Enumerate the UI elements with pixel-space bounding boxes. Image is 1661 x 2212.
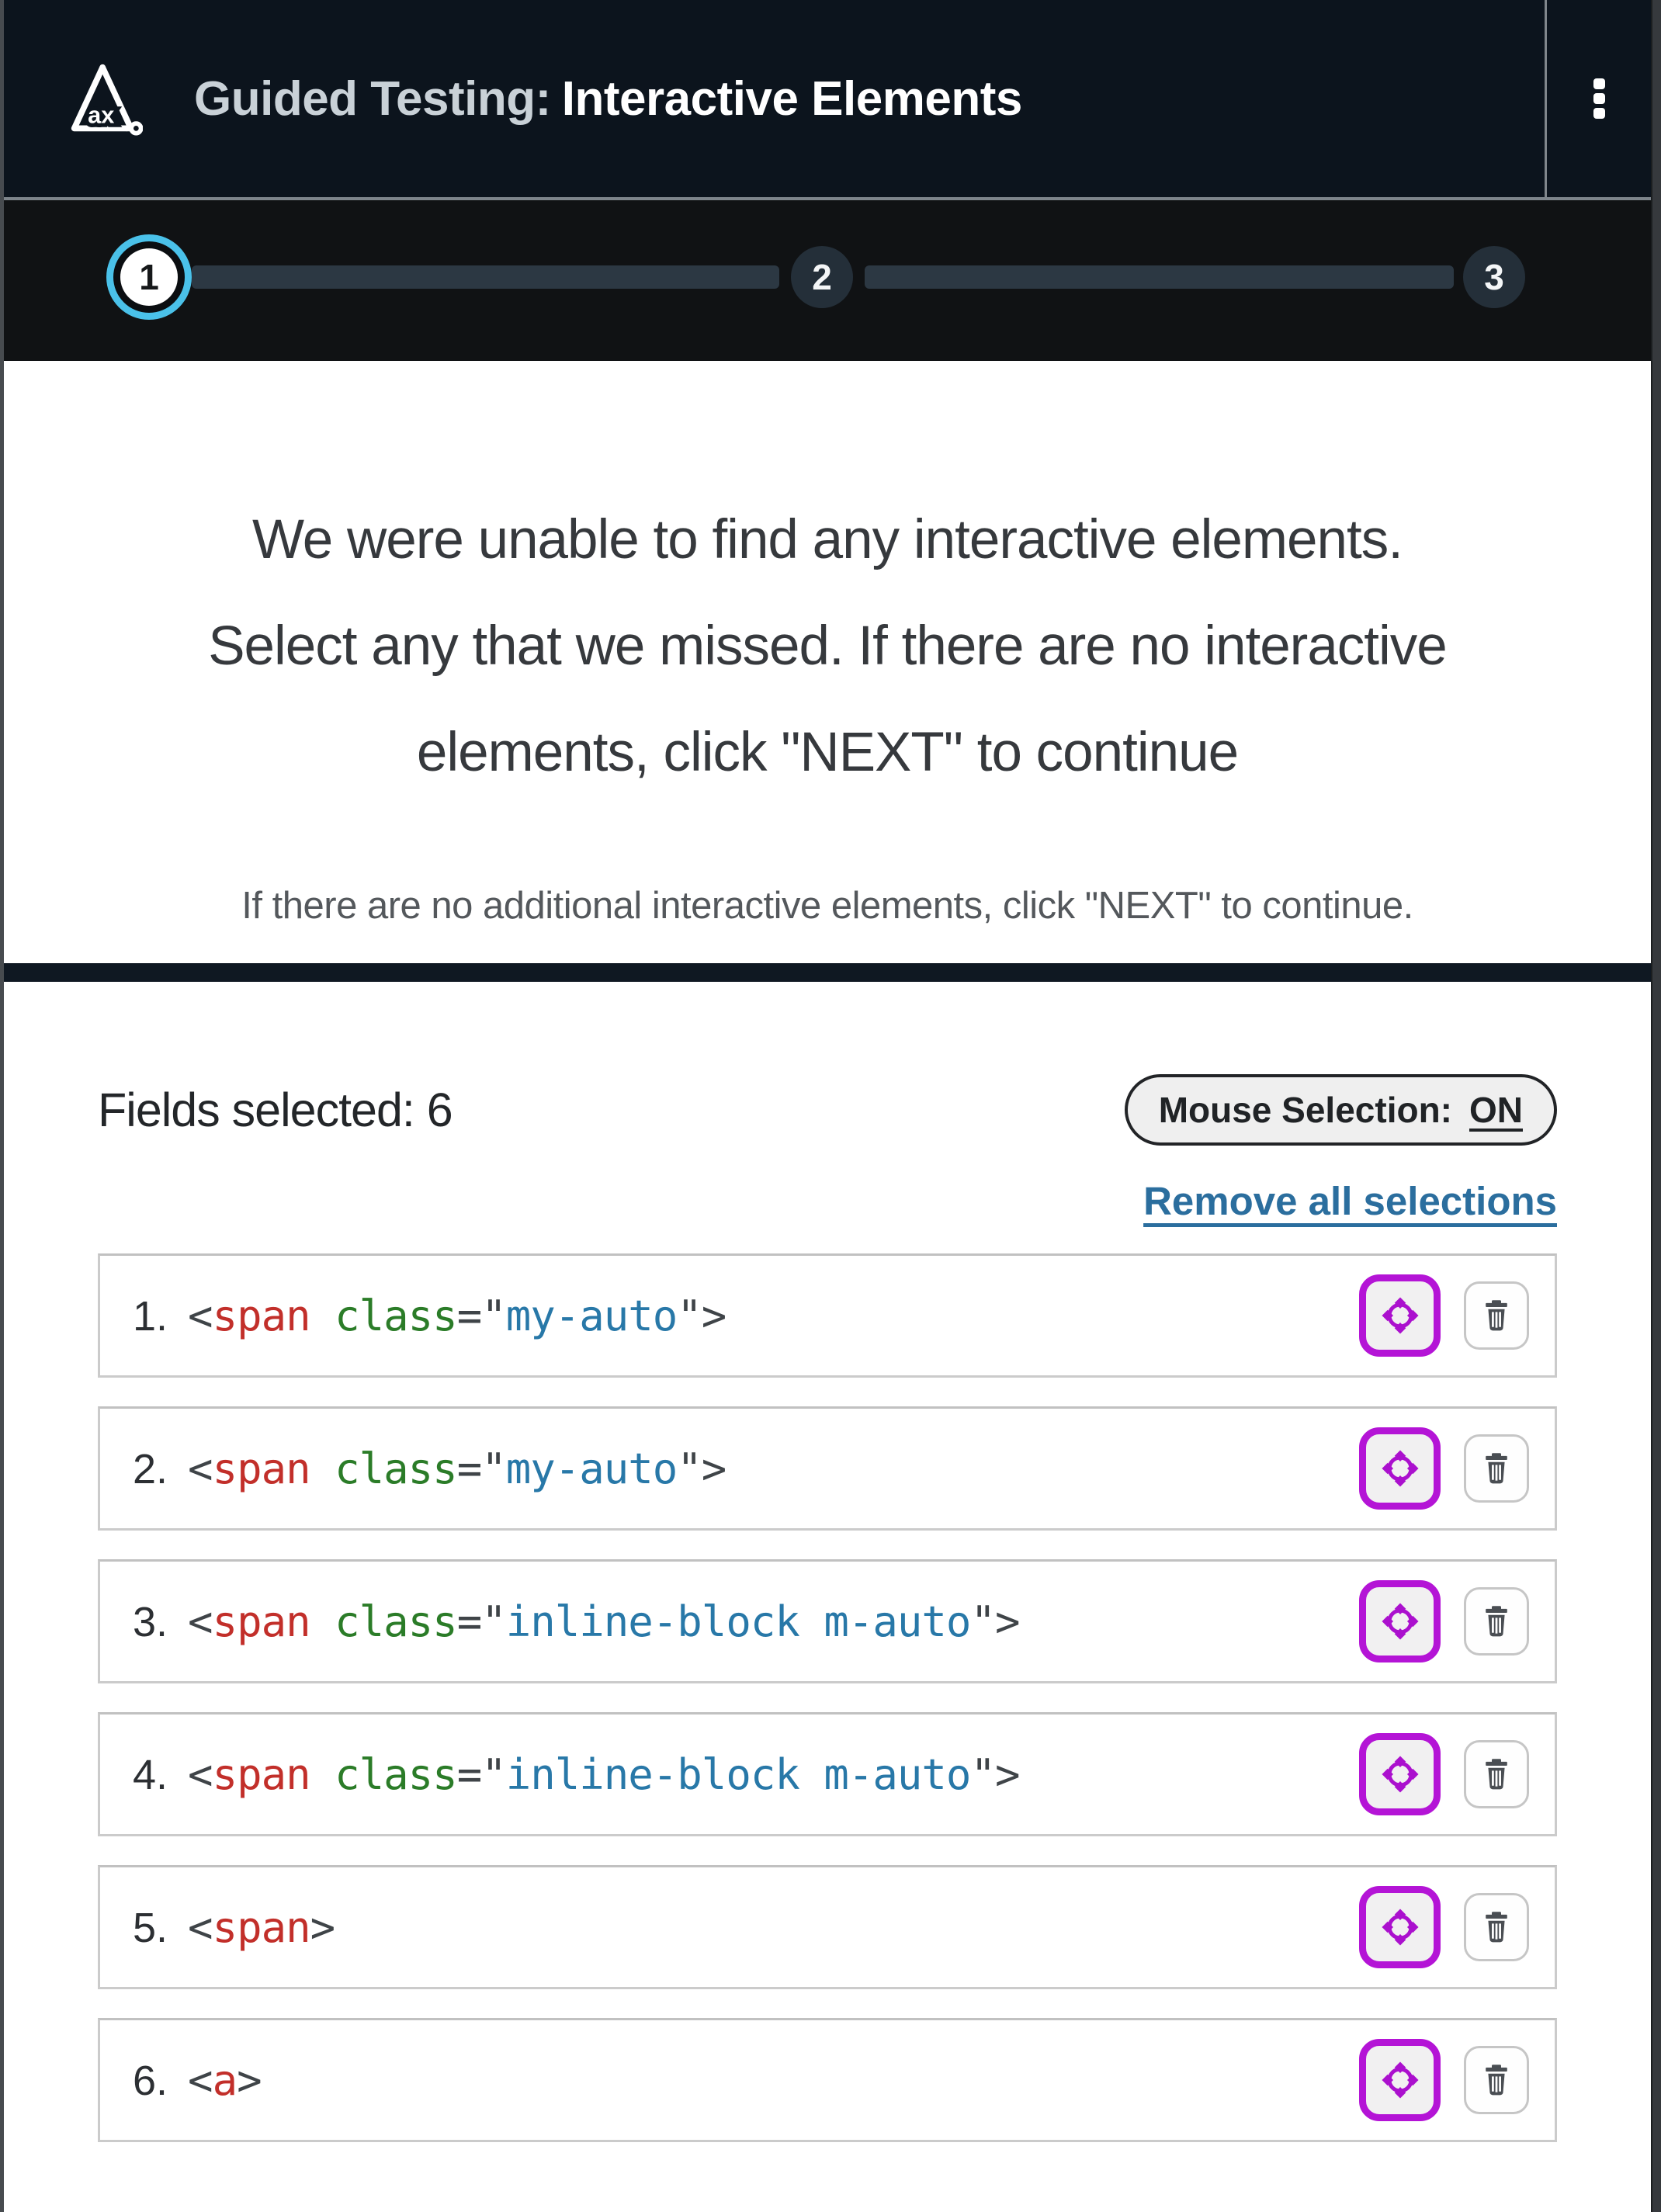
row-number: 1. xyxy=(133,1292,168,1340)
mouse-selection-state: ON xyxy=(1469,1090,1523,1130)
selected-field-row: 4. <span class="inline-block m-auto"> xyxy=(98,1712,1557,1836)
kebab-menu-icon[interactable] xyxy=(1593,78,1605,119)
section-divider-bar xyxy=(4,963,1651,982)
crosshair-locate-icon xyxy=(1381,2061,1419,2099)
header-separator xyxy=(4,197,1651,200)
locate-element-button[interactable] xyxy=(1359,1427,1441,1510)
progress-bar-segment-2 xyxy=(865,265,1454,289)
row-number: 4. xyxy=(133,1751,168,1798)
crosshair-locate-icon xyxy=(1381,1603,1419,1640)
selected-field-row: 2. <span class="my-auto"> xyxy=(98,1406,1557,1531)
row-code: <a> xyxy=(188,2055,262,2105)
instruction-message: We were unable to find any interactive e… xyxy=(4,361,1651,963)
row-code: <span> xyxy=(188,1902,335,1952)
trash-icon xyxy=(1486,1912,1507,1943)
row-code: <span class="inline-block m-auto"> xyxy=(188,1749,1020,1799)
delete-selection-button[interactable] xyxy=(1464,1587,1529,1656)
remove-all-selections-link[interactable]: Remove all selections xyxy=(1143,1179,1557,1223)
vertical-scrollbar[interactable] xyxy=(1651,0,1661,2212)
row-code: <span class="my-auto"> xyxy=(188,1444,726,1493)
header-menu-area xyxy=(1545,0,1651,197)
trash-icon xyxy=(1486,1759,1507,1790)
delete-selection-button[interactable] xyxy=(1464,1893,1529,1961)
delete-selection-button[interactable] xyxy=(1464,2046,1529,2114)
axe-logo-icon: ax xyxy=(71,64,143,136)
selected-field-row: 6. <a> xyxy=(98,2018,1557,2142)
selected-field-row: 5. <span> xyxy=(98,1865,1557,1989)
crosshair-locate-icon xyxy=(1381,1297,1419,1334)
page-title-main: Interactive Elements xyxy=(561,71,1023,126)
selected-fields-list: 1. <span class="my-auto"> xyxy=(98,1253,1557,2142)
progress-bar-segment-1 xyxy=(192,265,779,289)
crosshair-locate-icon xyxy=(1381,1909,1419,1946)
panel-left-border xyxy=(0,0,4,2212)
step-1-label: 1 xyxy=(120,248,178,306)
progress-stepper: 1 2 3 xyxy=(4,200,1651,361)
page-title-prefix: Guided Testing: xyxy=(194,71,551,126)
locate-element-button[interactable] xyxy=(1359,1733,1441,1815)
crosshair-locate-icon xyxy=(1381,1450,1419,1487)
row-code: <span class="inline-block m-auto"> xyxy=(188,1597,1020,1646)
instruction-subtext: If there are no additional interactive e… xyxy=(241,885,1413,927)
trash-icon xyxy=(1486,2065,1507,2096)
row-number: 6. xyxy=(133,2057,168,2104)
step-3: 3 xyxy=(1463,246,1525,308)
row-number: 2. xyxy=(133,1445,168,1493)
delete-selection-button[interactable] xyxy=(1464,1434,1529,1503)
locate-element-button[interactable] xyxy=(1359,1886,1441,1968)
mouse-selection-toggle[interactable]: Mouse Selection: ON xyxy=(1124,1074,1557,1146)
locate-element-button[interactable] xyxy=(1359,1274,1441,1357)
instruction-heading-line: Select any that we missed. If there are … xyxy=(208,615,1448,677)
fields-section: Fields selected: 6 Mouse Selection: ON R… xyxy=(4,1074,1651,2142)
locate-element-button[interactable] xyxy=(1359,2039,1441,2121)
row-number: 3. xyxy=(133,1598,168,1645)
page-title: Guided Testing:Interactive Elements xyxy=(194,71,1022,127)
trash-icon xyxy=(1486,1453,1507,1484)
locate-element-button[interactable] xyxy=(1359,1580,1441,1662)
instruction-heading-line: We were unable to find any interactive e… xyxy=(252,509,1403,570)
svg-text:ax: ax xyxy=(88,102,114,129)
trash-icon xyxy=(1486,1606,1507,1637)
step-2: 2 xyxy=(791,246,853,308)
app-header: ax Guided Testing:Interactive Elements xyxy=(4,0,1651,197)
delete-selection-button[interactable] xyxy=(1464,1281,1529,1350)
trash-icon xyxy=(1486,1300,1507,1331)
fields-selected-count: Fields selected: 6 xyxy=(98,1083,453,1136)
instruction-heading-line: elements, click "NEXT" to continue xyxy=(416,722,1239,783)
row-code: <span class="my-auto"> xyxy=(188,1291,726,1340)
selected-field-row: 3. <span class="inline-block m-auto"> xyxy=(98,1559,1557,1683)
selected-field-row: 1. <span class="my-auto"> xyxy=(98,1253,1557,1378)
crosshair-locate-icon xyxy=(1381,1756,1419,1793)
step-1-current: 1 xyxy=(106,234,192,320)
delete-selection-button[interactable] xyxy=(1464,1740,1529,1808)
row-number: 5. xyxy=(133,1904,168,1951)
